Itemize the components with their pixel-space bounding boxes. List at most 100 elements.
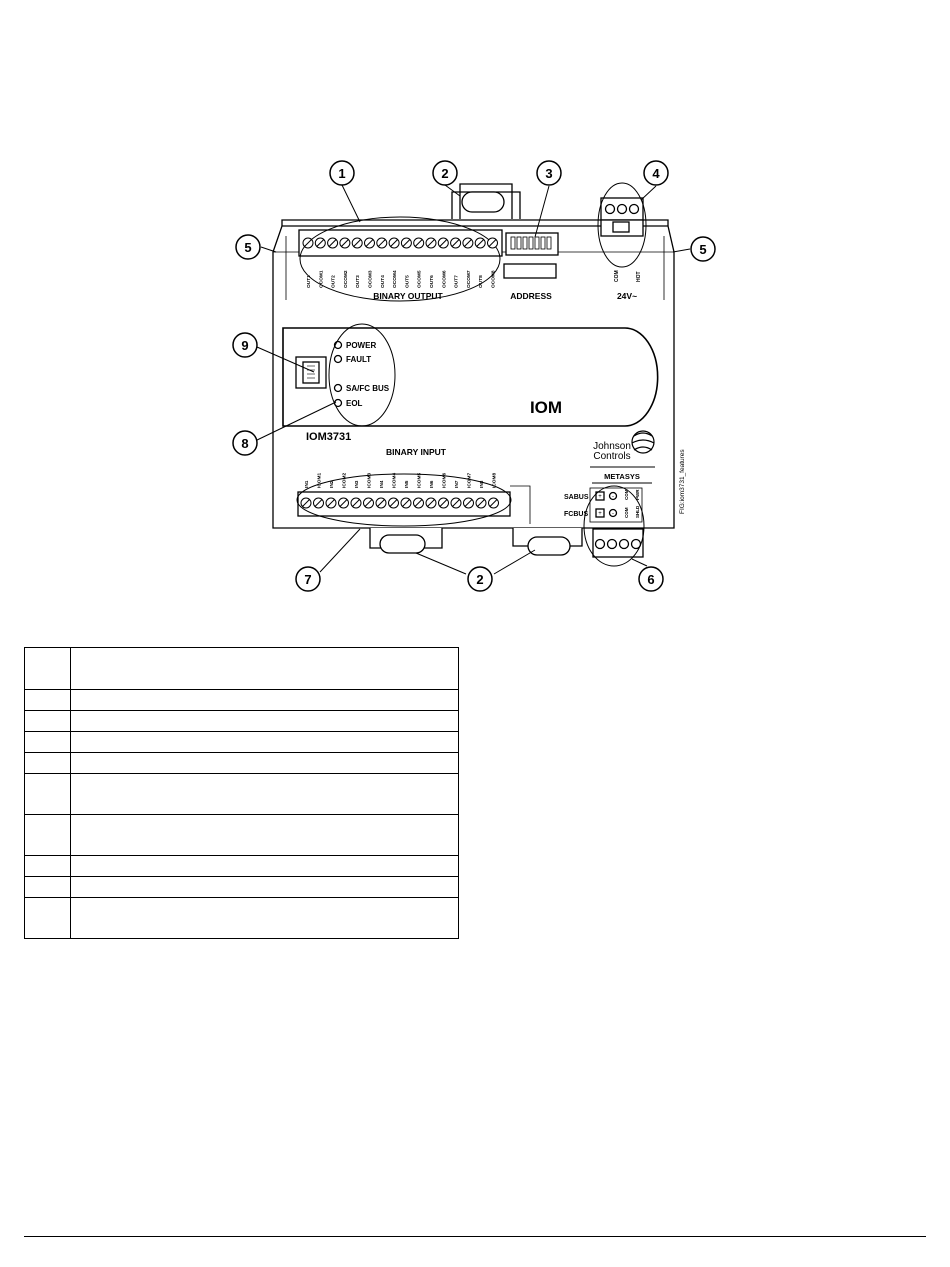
callout-number-1: 1 xyxy=(338,166,345,181)
terminal-screw-slot xyxy=(352,499,360,507)
device-name: IOM xyxy=(530,398,562,417)
led-label-power: POWER xyxy=(346,341,376,350)
johnson-controls-logo xyxy=(631,430,655,454)
binary-input-terminal-screws xyxy=(300,497,499,509)
callout-number-6: 6 xyxy=(647,572,654,587)
terminal-screw-slot xyxy=(452,499,460,507)
terminal-screw-slot xyxy=(464,239,472,247)
terminal-label: OCOM2 xyxy=(343,270,349,288)
terminal-label: ICOM4 xyxy=(392,472,398,488)
terminal-screw-slot xyxy=(488,239,497,247)
terminal-label: OCOM4 xyxy=(392,270,398,288)
row-number-cell xyxy=(24,814,71,856)
row-description-cell xyxy=(70,814,459,856)
terminal-label: OUT8 xyxy=(478,275,484,288)
row-number-cell xyxy=(24,855,71,877)
terminal-screw-slot xyxy=(304,239,312,247)
row-number-cell xyxy=(24,752,71,774)
header-cell-description xyxy=(70,647,459,690)
header-cell-number xyxy=(24,647,71,690)
terminal-label: OCOM3 xyxy=(368,270,374,288)
led-label-eol: EOL xyxy=(346,399,363,408)
power-supply-title: 24V~ xyxy=(617,291,637,301)
terminal-label: OUT3 xyxy=(355,275,361,288)
callout-number-9: 9 xyxy=(241,338,248,353)
terminal-screw-slot xyxy=(327,499,335,507)
terminal-screw-slot xyxy=(390,239,398,247)
terminal-label: OCOM5 xyxy=(417,270,423,288)
terminal-screw-slot xyxy=(377,239,386,247)
fcbus-label: FCBUS xyxy=(564,511,588,518)
terminal-label: OUT7 xyxy=(454,275,460,288)
sabus-minus-label: - xyxy=(612,494,614,500)
brand-line-1: Johnson xyxy=(593,441,631,452)
row-description-cell xyxy=(70,855,459,877)
terminal-screw-slot xyxy=(402,239,411,247)
callout-number-8: 8 xyxy=(241,436,248,451)
led-label-safc-bus: SA/FC BUS xyxy=(346,384,390,393)
sabus-plus-label: + xyxy=(598,494,602,500)
row-description-cell xyxy=(70,689,459,711)
row-number-cell xyxy=(24,689,71,711)
table-row xyxy=(24,773,459,815)
row-description-cell xyxy=(70,773,459,815)
terminal-label: OCOM7 xyxy=(466,270,472,288)
terminal-label: OUT2 xyxy=(331,275,337,288)
fcbus-plus-label: + xyxy=(598,511,602,517)
table-header-row xyxy=(24,647,459,690)
table-row xyxy=(24,689,459,711)
row-description-cell xyxy=(70,710,459,732)
callout-number-5-right: 5 xyxy=(699,242,706,257)
terminal-label: IN8 xyxy=(479,480,485,488)
terminal-screw-slot xyxy=(489,499,498,507)
terminal-label: ICOM7 xyxy=(467,472,473,488)
terminal-label: ICOM2 xyxy=(342,472,348,488)
terminal-screw-slot xyxy=(341,239,349,247)
terminal-screw-slot xyxy=(427,239,435,247)
callout-number-3: 3 xyxy=(545,166,552,181)
terminal-screw-slot xyxy=(302,499,310,507)
terminal-label: ICOM3 xyxy=(367,472,373,488)
sabus-pwr-label: PWR xyxy=(635,489,640,500)
row-description-cell xyxy=(70,897,459,939)
terminal-screw-slot xyxy=(427,499,435,507)
terminal-screw-slot xyxy=(365,239,374,247)
terminal-screw-slot xyxy=(316,239,325,247)
fcbus-com-label: COM xyxy=(624,507,629,518)
callout-number-7: 7 xyxy=(304,572,311,587)
table-row xyxy=(24,855,459,877)
row-number-cell xyxy=(24,897,71,939)
table-row xyxy=(24,752,459,774)
figure-id: FIG:iom3731_features xyxy=(679,449,686,514)
binary-input-title: BINARY INPUT xyxy=(386,447,447,457)
fcbus-shld-label: SHLD xyxy=(635,505,640,518)
table-row xyxy=(24,710,459,732)
terminal-screw-slot xyxy=(414,239,423,247)
callout-legend-table xyxy=(24,647,459,939)
binary-output-terminal-screws xyxy=(302,237,498,249)
row-description-cell xyxy=(70,731,459,753)
terminal-label: OUT6 xyxy=(429,275,435,288)
terminal-screw-slot xyxy=(339,499,348,507)
terminal-screw-slot xyxy=(377,499,385,507)
terminal-screw-slot xyxy=(464,499,473,507)
callout-number-5-left: 5 xyxy=(244,240,251,255)
terminal-label: OUT1 xyxy=(306,275,312,288)
power-com-label: COM xyxy=(614,270,620,282)
terminal-screw-slot xyxy=(353,239,362,247)
terminal-label: ICOM8 xyxy=(492,472,498,488)
row-number-cell xyxy=(24,731,71,753)
terminal-label: OUT4 xyxy=(380,275,386,288)
table-row xyxy=(24,897,459,939)
terminal-label: IN5 xyxy=(404,480,410,488)
terminal-label: IN6 xyxy=(429,480,435,488)
terminal-label: IN2 xyxy=(329,480,335,488)
callout-number-4: 4 xyxy=(652,166,660,181)
terminal-screw-slot xyxy=(402,499,410,507)
terminal-screw-slot xyxy=(477,499,485,507)
table-row xyxy=(24,876,459,898)
terminal-screw-slot xyxy=(439,239,448,247)
footer-rule xyxy=(24,1236,926,1237)
